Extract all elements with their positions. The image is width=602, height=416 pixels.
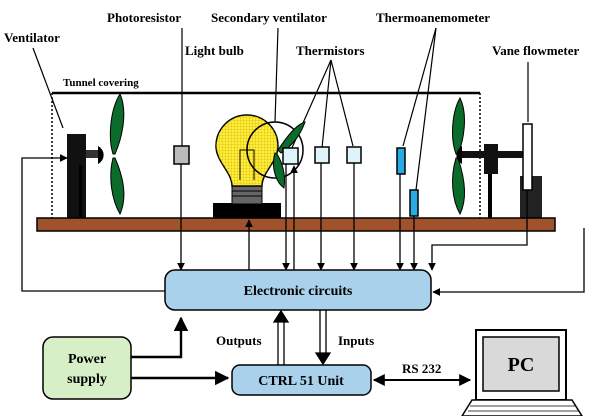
flowmeter-wire — [432, 228, 585, 296]
ventilator-device — [67, 92, 125, 218]
label-ventilator: Ventilator — [4, 30, 60, 45]
thermoanemometer-2 — [409, 189, 419, 217]
control-wires-out — [21, 154, 298, 292]
label-light-bulb: Light bulb — [185, 43, 244, 58]
photoresistor-sensor — [173, 145, 190, 165]
inputs-bus — [314, 310, 332, 366]
thermoanemometer-1 — [396, 147, 406, 175]
label-tunnel-covering: Tunnel covering — [63, 77, 139, 89]
vane-flowmeter-device — [452, 96, 542, 218]
thermistor-3 — [346, 146, 362, 164]
electronic-circuits-label: Electronic circuits — [244, 284, 353, 299]
thermistor-1 — [282, 147, 299, 165]
label-thermoanemometer: Thermoanemometer — [376, 10, 490, 25]
electronic-circuits-block — [164, 269, 432, 311]
label-secondary-ventilator: Secondary ventilator — [211, 10, 327, 25]
inputs-label: Inputs — [338, 333, 374, 348]
label-photoresistor: Photoresistor — [107, 10, 181, 25]
power-supply-label-1: Power — [68, 352, 106, 367]
label-vane-flowmeter: Vane flowmeter — [492, 43, 579, 58]
rs232-label: RS 232 — [402, 361, 441, 376]
pc-computer — [461, 329, 583, 416]
ctrl-unit-block — [231, 364, 372, 396]
power-supply-block — [42, 336, 132, 400]
pc-label: PC — [508, 354, 535, 376]
light-bulb-device — [213, 114, 281, 218]
sensor-wires-in — [177, 163, 528, 271]
outputs-label: Outputs — [216, 333, 262, 348]
label-thermistors: Thermistors — [296, 43, 365, 58]
power-wires — [131, 316, 230, 386]
label-pointers — [32, 27, 529, 191]
thermistor-2 — [314, 146, 330, 164]
outputs-bus — [272, 309, 290, 365]
tunnel-base — [36, 217, 556, 232]
power-supply-label-2: supply — [67, 372, 107, 387]
ctrl-unit-label: CTRL 51 Unit — [258, 374, 344, 389]
